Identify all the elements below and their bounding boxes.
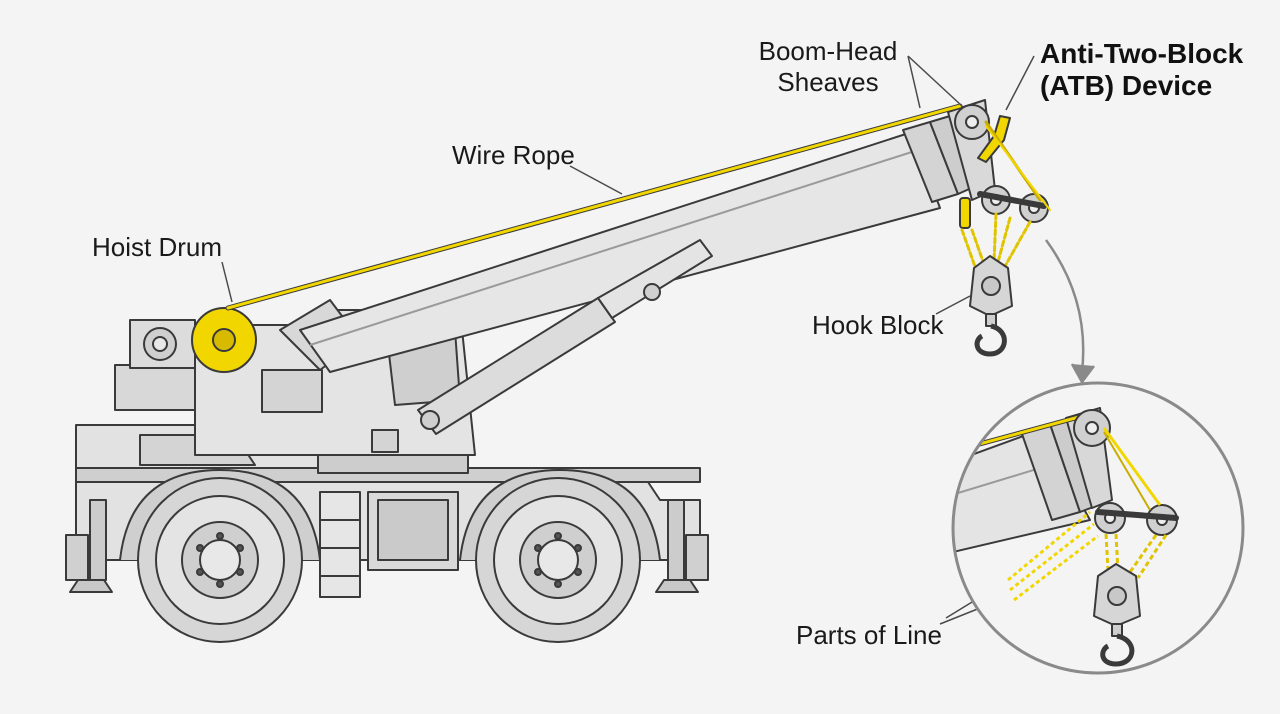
atb-device-label: Anti-Two-Block (ATB) Device — [1040, 38, 1243, 102]
hoist-drum — [191, 307, 257, 373]
hoist-drum-label: Hoist Drum — [92, 232, 223, 262]
atb-device-line-1: Anti-Two-Block — [1040, 38, 1244, 69]
crane-wheels — [137, 477, 641, 643]
lift-cylinder — [417, 239, 713, 435]
boom-head-sheaves-label: Boom-Head Sheaves — [755, 36, 901, 98]
leader-wire-rope — [569, 165, 623, 195]
boom-head-sheaves-line-2: Sheaves — [777, 67, 879, 97]
crane-boom — [299, 99, 996, 373]
boom-head-sheaves-line-1: Boom-Head — [758, 36, 898, 66]
atb-device-line-2: (ATB) Device — [1040, 70, 1213, 101]
leader-hook-block — [935, 295, 971, 315]
leader-boom-head-2 — [907, 55, 921, 109]
callout-arrow — [1044, 239, 1095, 385]
parts-of-line-label: Parts of Line — [796, 620, 942, 650]
leader-boom-head-1 — [907, 55, 963, 107]
rear-wheel — [137, 477, 303, 643]
leader-atb — [1005, 55, 1035, 111]
zoom-inset — [951, 381, 1245, 675]
leader-hoist-drum — [221, 261, 233, 303]
hook-block — [969, 255, 1013, 357]
wire-rope-label: Wire Rope — [452, 140, 575, 170]
hook-block-label: Hook Block — [812, 310, 944, 340]
front-wheel — [475, 477, 641, 643]
wire-rope — [225, 103, 963, 311]
